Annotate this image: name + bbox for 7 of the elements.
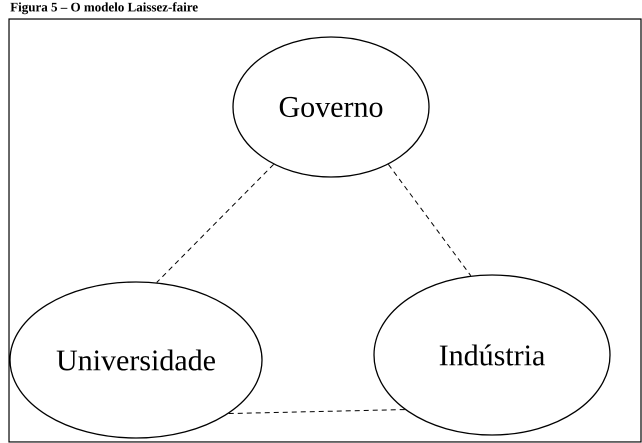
ellipse-node: Indústria	[373, 274, 611, 436]
dashed-line	[228, 409, 406, 414]
dashed-line	[156, 164, 274, 283]
figure-title: Figura 5 – O modelo Laissez-faire	[10, 2, 198, 14]
dashed-line	[388, 164, 472, 276]
ellipse-node: Governo	[232, 36, 430, 178]
ellipse-node: Universidade	[9, 281, 263, 439]
